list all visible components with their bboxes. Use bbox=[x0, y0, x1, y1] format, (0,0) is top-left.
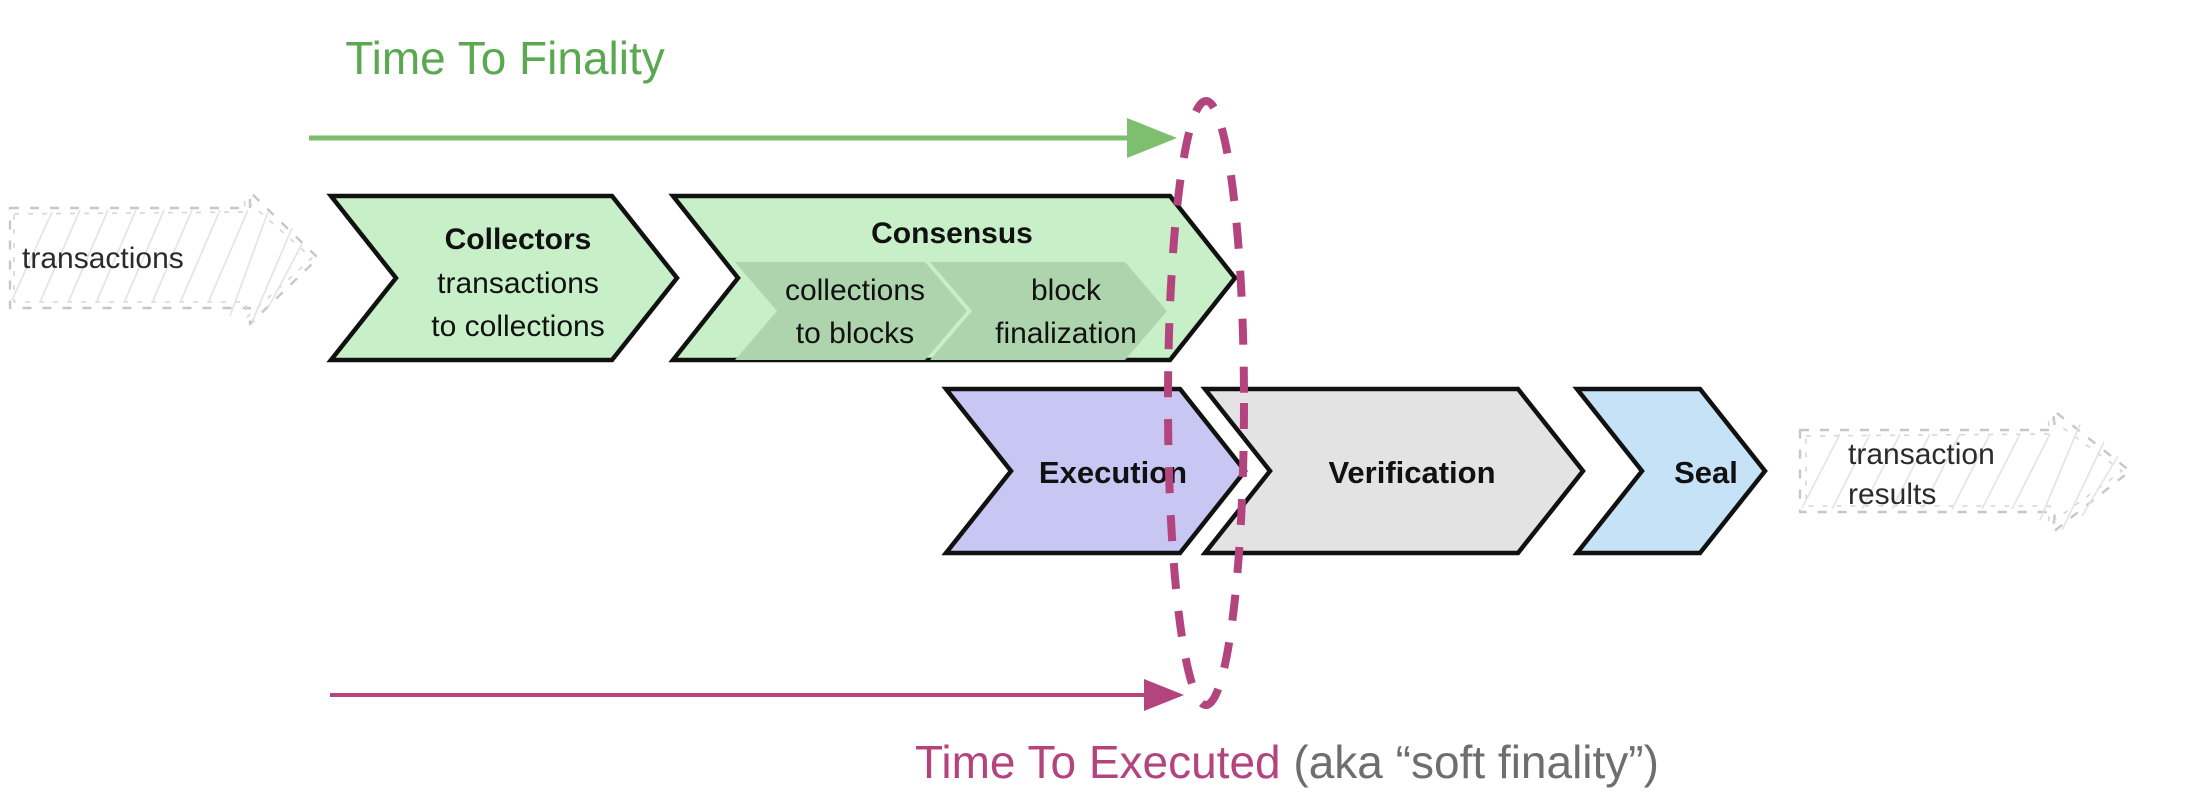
substage-block-finalization-line-1: block bbox=[1031, 274, 1102, 307]
stage-collectors-shape[interactable] bbox=[326, 193, 680, 363]
substage-block-finalization-shape[interactable] bbox=[930, 262, 1167, 360]
stage-execution-label: Execution bbox=[1039, 455, 1187, 490]
substage-block-finalization-line-2: finalization bbox=[995, 317, 1137, 350]
stage-collectors-subline-1: transactions bbox=[437, 267, 599, 300]
transactions-input-label: transactions bbox=[22, 242, 184, 275]
stage-verification-shape[interactable] bbox=[1200, 386, 1586, 556]
stage-verification[interactable]: Verification bbox=[1200, 386, 1586, 556]
stage-verification-label: Verification bbox=[1328, 455, 1495, 490]
substage-collections-to-blocks-shape[interactable] bbox=[735, 262, 967, 360]
substage-collections-to-blocks-line-2: to blocks bbox=[796, 317, 914, 350]
stage-consensus[interactable]: Consensus collections to blocks block fi… bbox=[668, 193, 1238, 363]
stage-seal-shape[interactable] bbox=[1572, 386, 1768, 556]
substage-collections-to-blocks-line-1: collections bbox=[785, 274, 925, 307]
transaction-results-output-line-2: results bbox=[1848, 478, 1936, 511]
stage-execution[interactable]: Execution bbox=[941, 386, 1248, 556]
transaction-results-output-arrow: transaction results bbox=[1798, 408, 2132, 534]
stage-collectors-title: Collectors bbox=[445, 223, 592, 256]
stage-seal-label: Seal bbox=[1674, 455, 1738, 490]
transaction-results-output-line-1: transaction bbox=[1848, 438, 1995, 471]
stage-collectors-subline-2: to collections bbox=[431, 310, 604, 343]
substage-collections-to-blocks[interactable]: collections to blocks bbox=[735, 262, 967, 360]
stage-collectors[interactable]: Collectors transactions to collections bbox=[326, 193, 680, 363]
substage-block-finalization[interactable]: block finalization bbox=[930, 262, 1167, 360]
finality-boundary-ellipse bbox=[1164, 97, 1248, 709]
bottom-caption: Time To Executed (aka “soft finality”) bbox=[915, 736, 1659, 788]
transactions-input-arrow: transactions bbox=[8, 190, 320, 326]
stage-consensus-title: Consensus bbox=[871, 217, 1033, 250]
bottom-caption-highlight: Time To Executed bbox=[915, 736, 1281, 788]
bottom-caption-note: (aka “soft finality”) bbox=[1281, 736, 1659, 788]
stage-seal[interactable]: Seal bbox=[1572, 386, 1768, 556]
top-caption: Time To Finality bbox=[345, 32, 665, 84]
